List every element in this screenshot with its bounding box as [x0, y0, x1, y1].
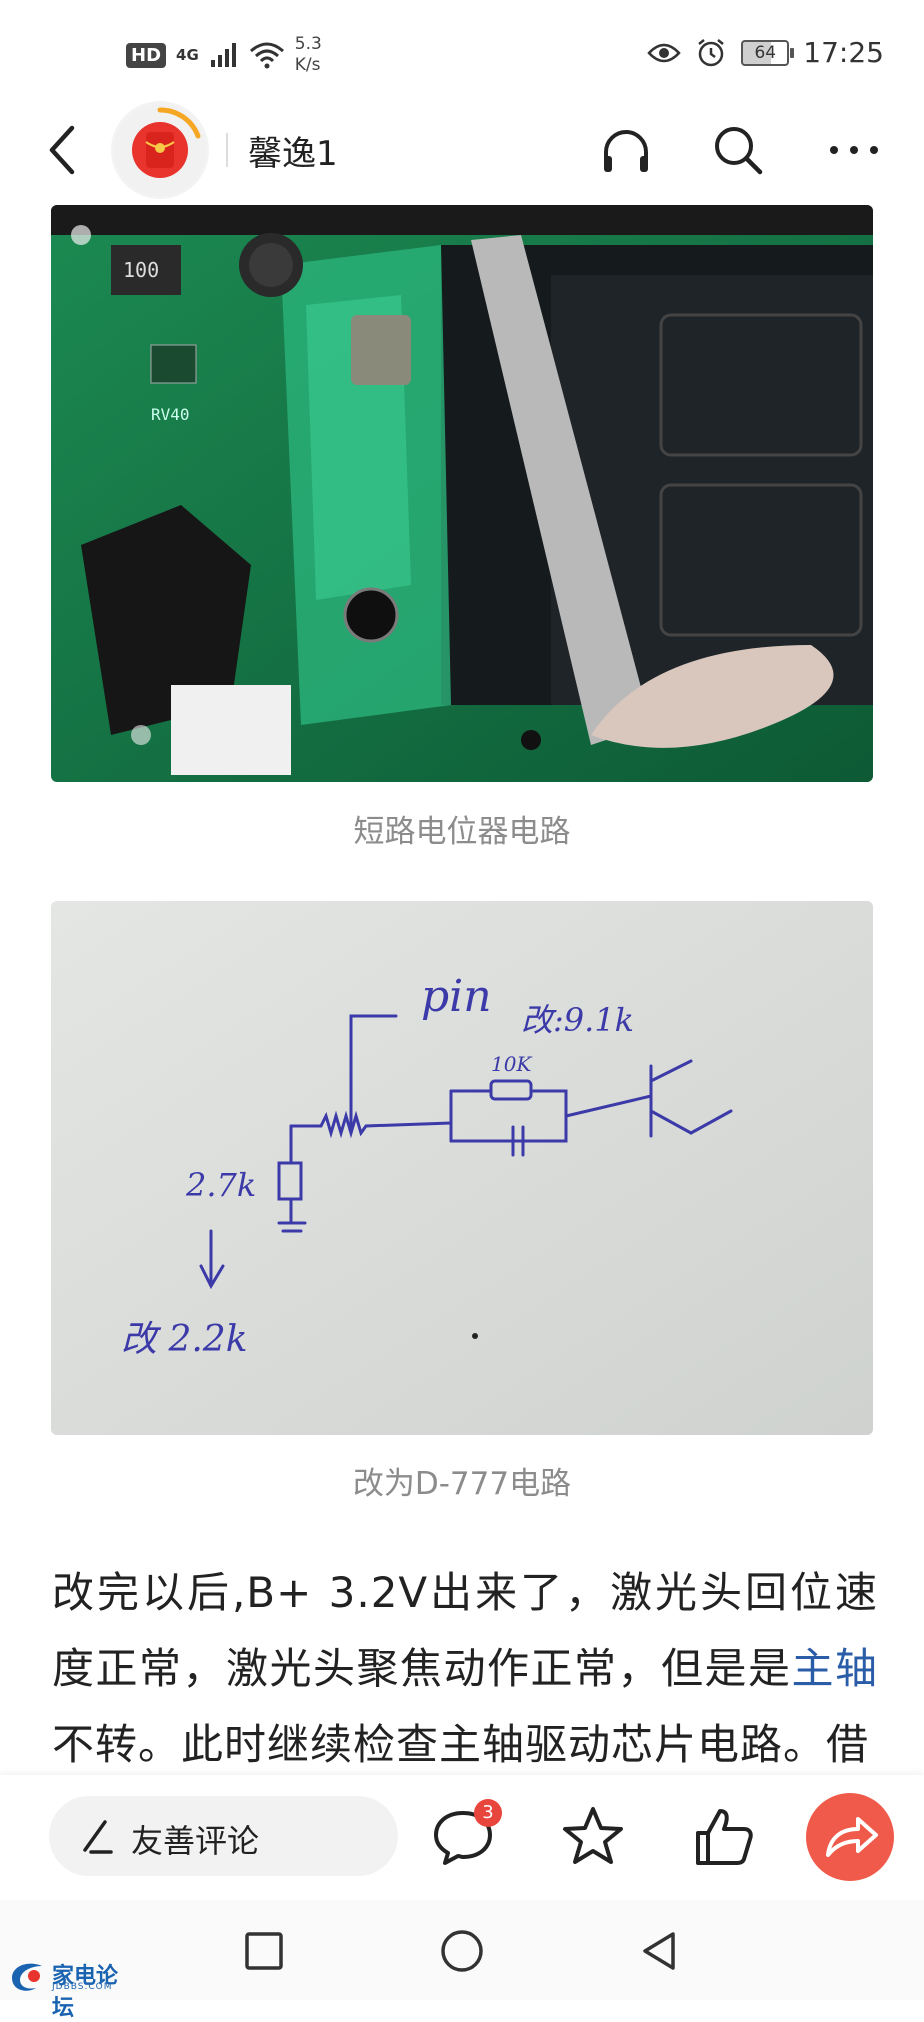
comment-input[interactable]: 友善评论	[49, 1796, 398, 1876]
status-left: HD 4G 5.3 K/s	[126, 34, 322, 76]
system-nav-bar: 家电论坛 JDBBS.COM	[0, 1900, 924, 2021]
caption-short-circuit: 短路电位器电路	[353, 814, 571, 850]
status-bar: HD 4G 5.3 K/s 64 17:25	[0, 0, 924, 110]
avatar[interactable]	[114, 104, 206, 196]
comment-count-badge: 3	[474, 1799, 502, 1827]
keyword-link-spindle[interactable]: 主轴	[791, 1644, 878, 1693]
paragraph-text-1: 改完以后,B+ 3.2V出来了，激光头回位速度正常，激光头聚焦动作正常，但是是	[52, 1568, 878, 1693]
thumbs-up-icon[interactable]	[688, 1801, 758, 1871]
eye-icon	[647, 43, 682, 62]
speed-value: 5.3	[294, 34, 322, 54]
headphones-icon[interactable]	[598, 122, 654, 178]
red-envelope-icon	[132, 122, 188, 178]
network-speed: 5.3 K/s	[295, 34, 322, 76]
share-arrow-icon	[826, 1817, 878, 1857]
wifi-icon	[249, 42, 284, 69]
network-type: 4G	[176, 46, 199, 64]
chevron-left-icon	[49, 125, 75, 175]
share-button[interactable]	[806, 1793, 894, 1881]
watermark-site: JDBBS.COM	[52, 1982, 113, 1992]
sketch-label-change1: 改:9.1k	[521, 1001, 634, 1039]
clock: 17:25	[803, 36, 884, 69]
article-paragraph: 改完以后,B+ 3.2V出来了，激光头回位速度正常，激光头聚焦动作正常，但是是主…	[52, 1555, 878, 1783]
back-button[interactable]	[40, 120, 90, 180]
battery-indicator: 64	[741, 39, 795, 66]
bottom-action-bar: 友善评论 3	[0, 1775, 924, 1900]
more-icon[interactable]	[826, 122, 882, 178]
hd-indicator: HD	[126, 42, 167, 68]
circuit-board-photo[interactable]: 100 RV40	[51, 205, 873, 782]
sketch-label-10k: 10K	[491, 1052, 532, 1076]
watermark-logo: 家电论坛 JDBBS.COM	[8, 1958, 138, 2021]
circuit-sketch-photo[interactable]: pin 改:9.1k 10K 2.7k 改 2.2k	[51, 901, 873, 1435]
svg-text:RV40: RV40	[151, 405, 190, 424]
sketch-label-pin: pin	[421, 971, 492, 1022]
search-icon[interactable]	[710, 122, 766, 178]
header-divider	[226, 133, 228, 167]
comment-bubble-icon[interactable]	[428, 1801, 498, 1871]
forum-logo-icon	[12, 1963, 42, 1991]
caption-d777: 改为D-777电路	[352, 1466, 572, 1502]
avatar-ring	[157, 107, 201, 139]
page-title: 馨逸1	[248, 134, 338, 174]
star-icon[interactable]	[558, 1801, 628, 1871]
alarm-icon	[698, 38, 725, 66]
recent-apps-icon[interactable]	[239, 1926, 289, 1976]
paragraph-text-2: 不转。此时继续检查主轴驱动芯片电路。借	[52, 1720, 870, 1769]
comment-placeholder: 友善评论	[131, 1822, 260, 1860]
signal-icon	[210, 43, 236, 67]
back-nav-icon[interactable]	[635, 1926, 685, 1976]
app-header: 馨逸1	[0, 100, 924, 200]
svg-text:100: 100	[123, 258, 159, 282]
home-icon[interactable]	[437, 1926, 487, 1976]
sketch-label-27k: 2.7k	[185, 1166, 256, 1204]
status-right: 64 17:25	[647, 36, 884, 69]
speed-unit: K/s	[294, 55, 321, 75]
pen-icon	[83, 1820, 113, 1854]
sketch-label-change2: 改 2.2k	[121, 1319, 248, 1360]
